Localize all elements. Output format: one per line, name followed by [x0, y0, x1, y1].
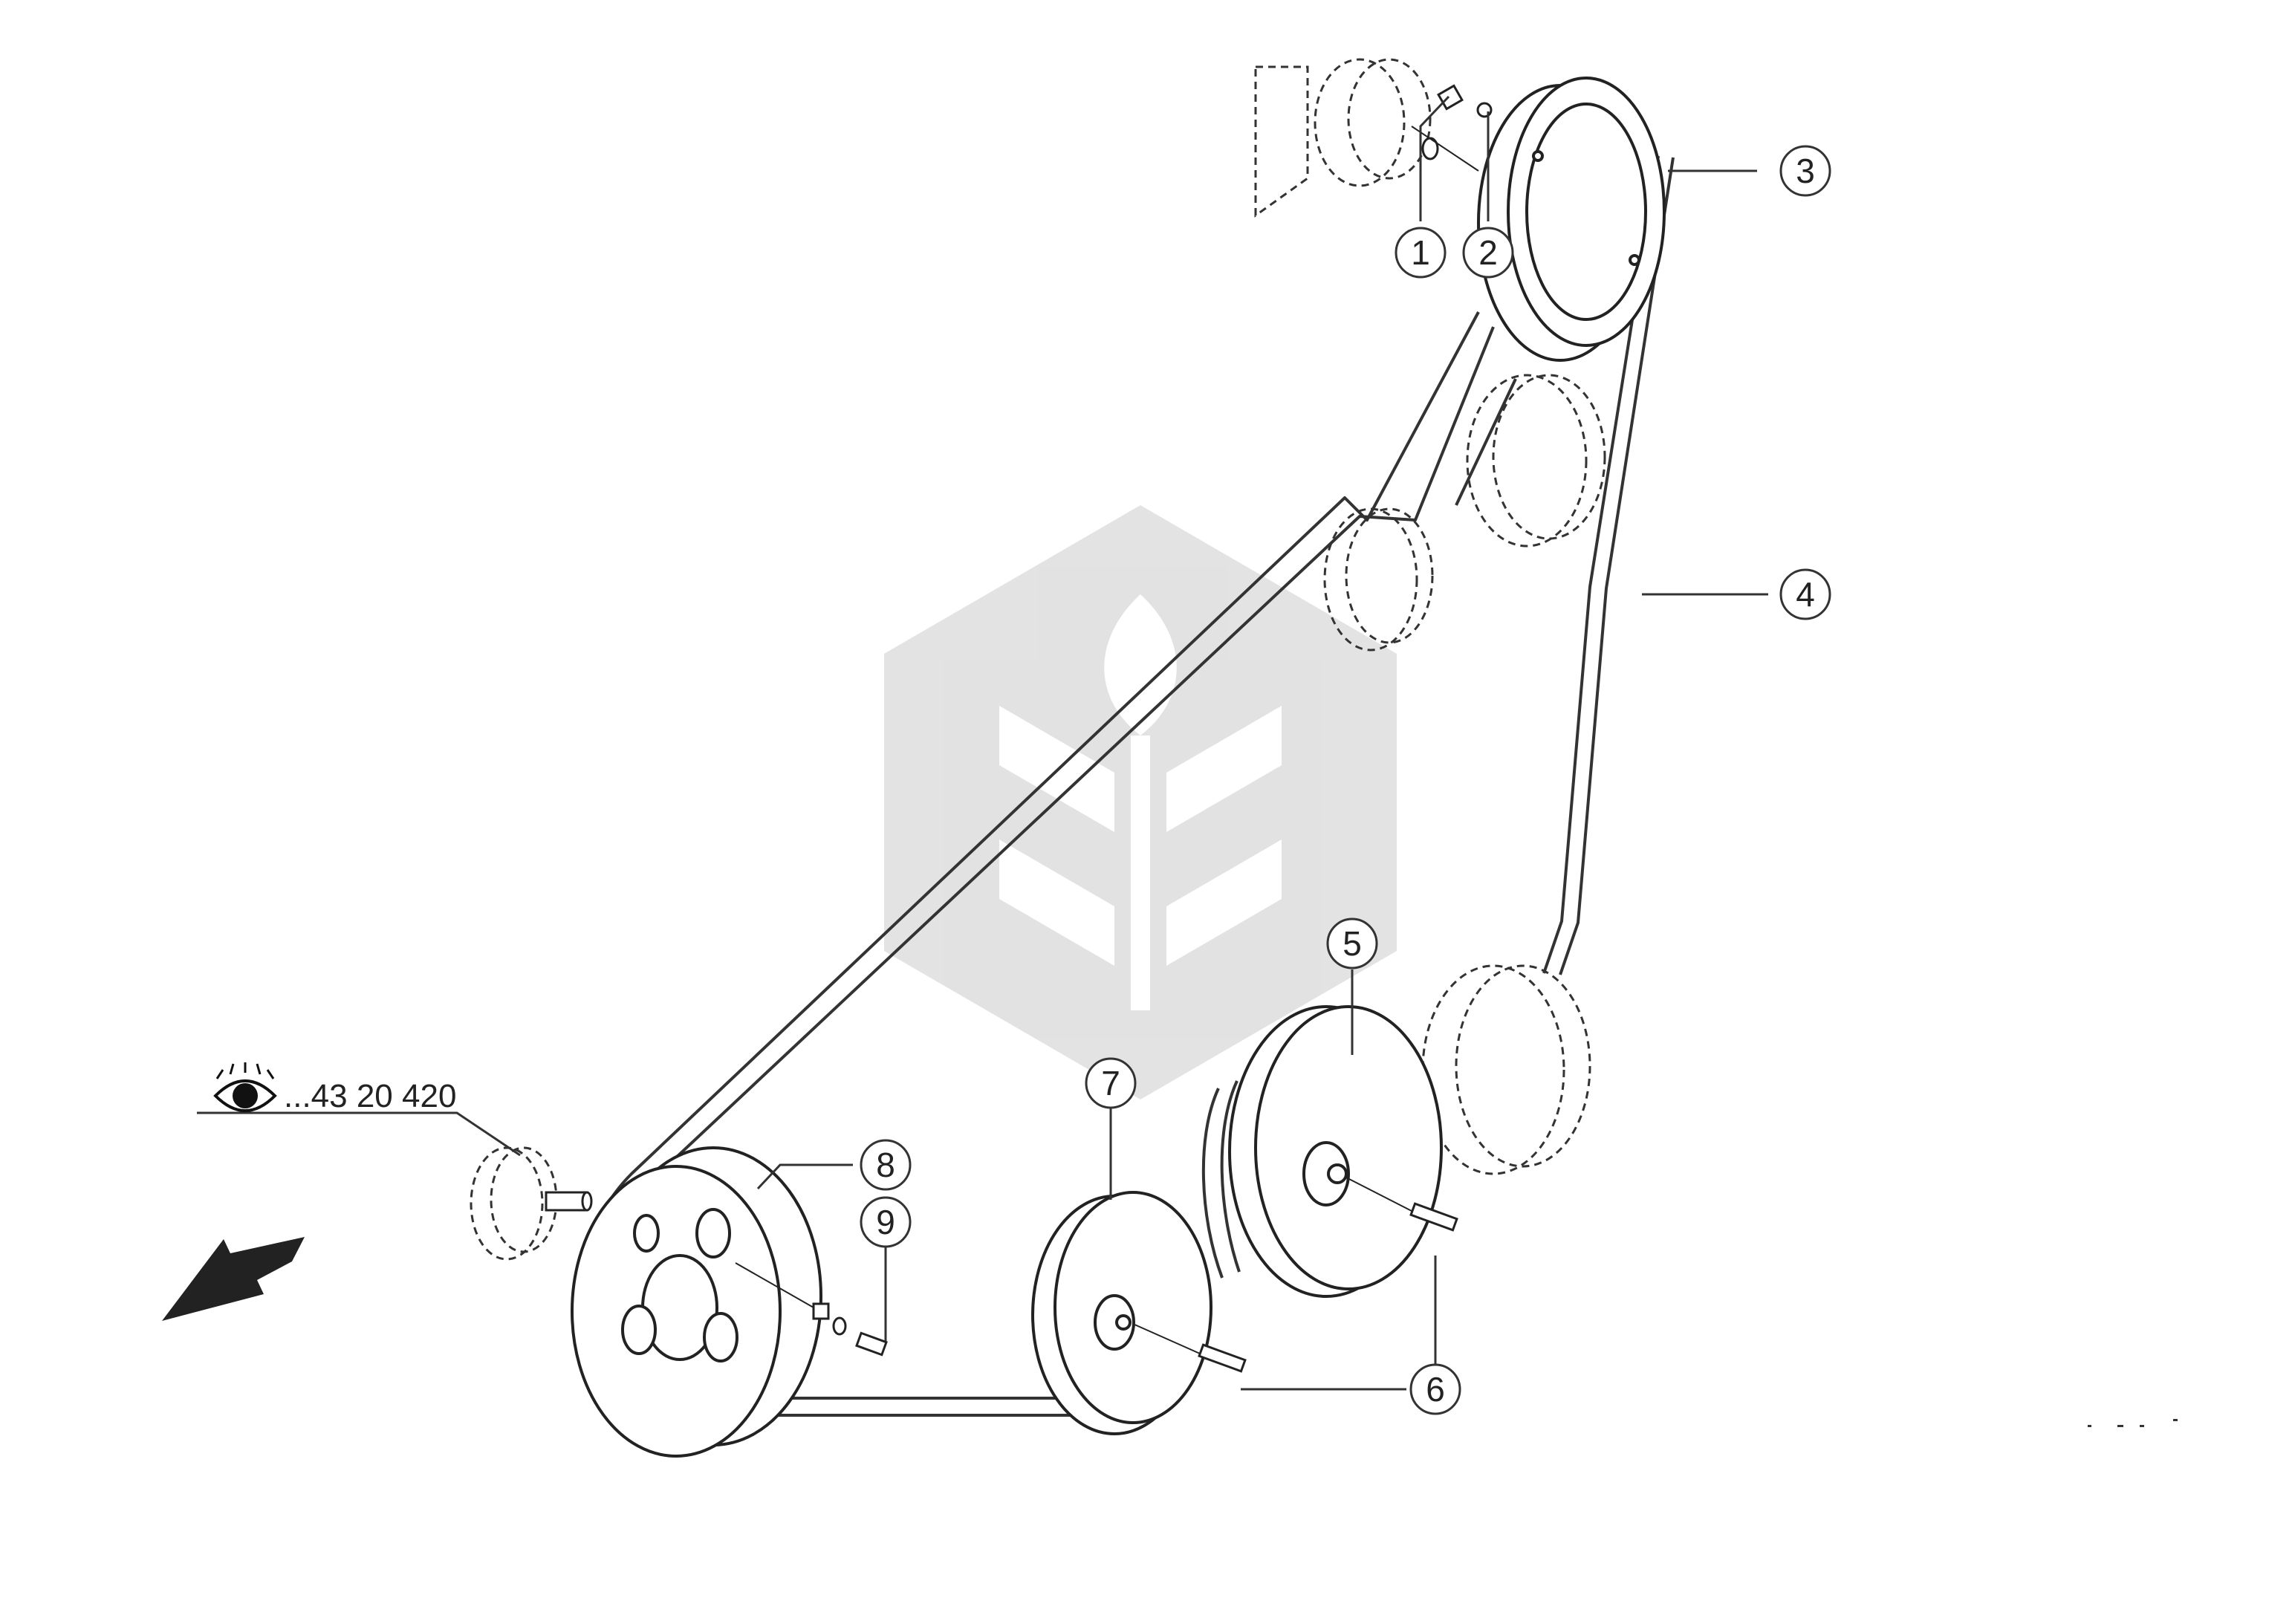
pulley-7 — [1031, 1191, 1212, 1435]
svg-text:5: 5 — [1343, 924, 1362, 963]
callout-4: 4 — [1779, 568, 1831, 620]
leader-lines — [197, 95, 1768, 1391]
callout-8: 8 — [860, 1139, 912, 1191]
stray-marks — [2088, 1419, 2178, 1427]
watermark-logo — [884, 505, 1397, 1100]
bolt-washer-parts — [1411, 84, 1493, 172]
shaft-hub — [545, 1191, 593, 1212]
callout-9: 9 — [860, 1196, 912, 1248]
callout-1: 1 — [1395, 227, 1447, 279]
svg-text:2: 2 — [1478, 233, 1498, 272]
keys-6 — [1132, 1177, 1458, 1373]
reference-label: ...43 20 420 — [213, 1062, 456, 1114]
arrow-down-left-icon — [162, 1237, 305, 1321]
svg-text:...43 20 420: ...43 20 420 — [284, 1078, 456, 1114]
callout-3: 3 — [1779, 145, 1831, 197]
callout-7: 7 — [1085, 1057, 1137, 1109]
eye-icon — [213, 1062, 277, 1112]
callout-6: 6 — [1409, 1363, 1461, 1415]
callout-2: 2 — [1462, 227, 1514, 279]
pulley-5 — [1228, 1005, 1443, 1298]
svg-text:8: 8 — [876, 1146, 895, 1184]
pulley-3 — [1477, 77, 1666, 362]
svg-text:9: 9 — [876, 1203, 895, 1241]
svg-text:6: 6 — [1426, 1370, 1445, 1409]
svg-text:1: 1 — [1411, 233, 1430, 272]
dashed-reference-parts — [470, 58, 1606, 1261]
svg-text:3: 3 — [1796, 152, 1815, 190]
svg-text:4: 4 — [1796, 575, 1815, 614]
callout-5: 5 — [1326, 917, 1378, 969]
svg-text:7: 7 — [1101, 1064, 1120, 1102]
pulley-8 — [571, 1146, 822, 1458]
nut-bolt-9 — [735, 1262, 888, 1357]
